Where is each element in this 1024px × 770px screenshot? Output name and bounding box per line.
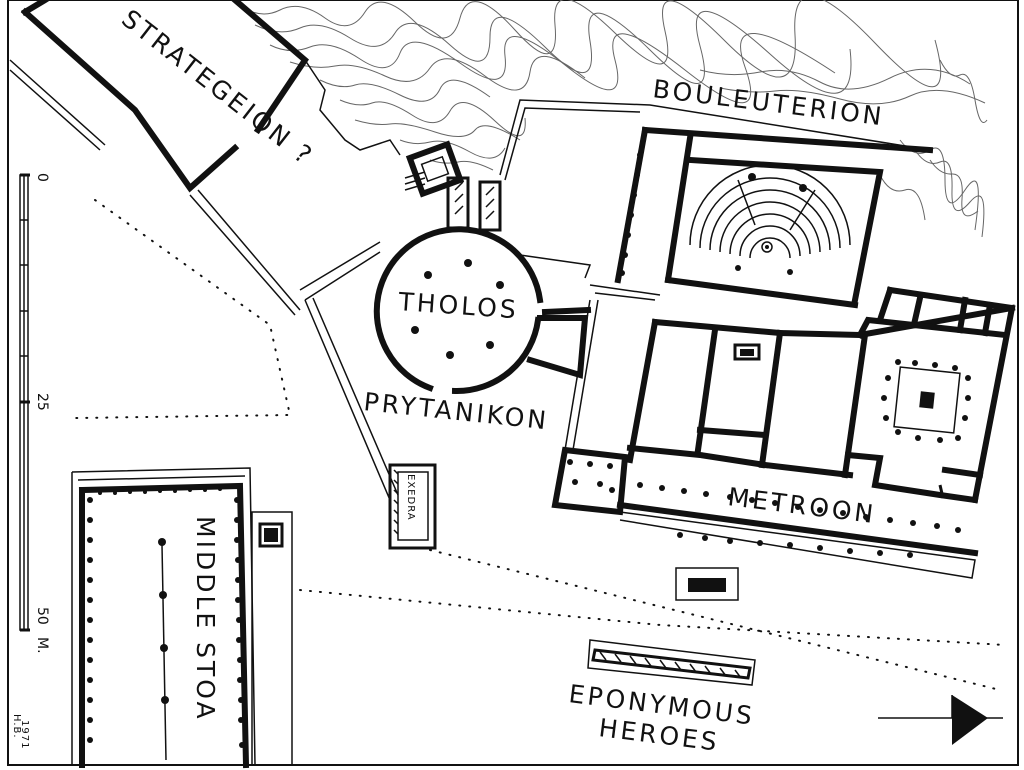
label-exedra: EXEDRA xyxy=(405,474,416,521)
altar xyxy=(675,567,739,601)
label-tholos: THOLOS xyxy=(397,287,520,324)
middle-stoa-building xyxy=(71,467,293,769)
scale-tick-25: 25 xyxy=(34,393,50,411)
exedra-monument xyxy=(388,463,437,550)
small-shrine xyxy=(404,140,465,198)
label-bouleuterion: BOULEUTERION xyxy=(651,74,886,131)
draftsman-signature: H.B. 1971 xyxy=(11,714,30,749)
signature-initials: H.B. xyxy=(11,714,22,739)
dotted-boundary-west xyxy=(74,199,292,419)
scale-bar: 0 25 50 M. xyxy=(19,173,50,654)
dotted-road-north xyxy=(429,549,1001,691)
scale-tick-50: 50 xyxy=(34,607,50,625)
label-middle-stoa: MIDDLE STOA xyxy=(191,516,220,722)
eponymous-heroes-monument xyxy=(587,639,756,686)
strategeion-building xyxy=(9,0,401,316)
propylon xyxy=(446,176,502,232)
terrain-hatching xyxy=(239,0,988,238)
north-arrow-icon xyxy=(878,695,1003,745)
scale-unit: M. xyxy=(34,637,50,654)
bouleuterion-building xyxy=(499,99,934,309)
dotted-road-south xyxy=(299,589,1006,646)
signature-year: 1971 xyxy=(19,720,30,749)
metroon-building xyxy=(551,286,1016,579)
scale-tick-0: 0 xyxy=(34,173,50,182)
plan-frame xyxy=(7,0,1019,766)
prytanikon-walls xyxy=(299,241,399,501)
label-prytanikon: PRYTANIKON xyxy=(362,387,550,435)
